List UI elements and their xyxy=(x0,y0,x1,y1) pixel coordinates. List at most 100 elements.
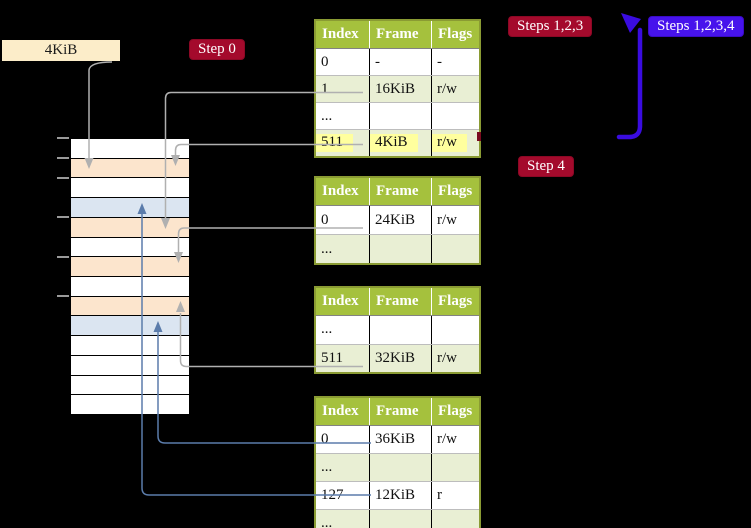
table-cell: 4KiB xyxy=(369,130,431,156)
table-cell: - xyxy=(431,49,479,75)
table-cell: 0 xyxy=(321,431,329,447)
table-row: 0 -- xyxy=(316,49,479,75)
boundary-tick xyxy=(57,295,69,298)
table-cell: r/w xyxy=(431,130,479,156)
table-cell: 36KiB xyxy=(369,426,431,453)
table-row: ... xyxy=(316,509,479,528)
column-header: Index xyxy=(322,183,359,199)
table-cell: r/w xyxy=(431,76,479,102)
table-cell: r/w xyxy=(431,426,479,453)
memory-cell xyxy=(71,158,189,179)
memory-cell xyxy=(71,217,189,238)
column-header: Flags xyxy=(431,398,479,425)
column-header: Frame xyxy=(369,288,431,315)
table-cell: 24KiB xyxy=(369,206,431,234)
memory-column xyxy=(70,138,190,415)
table-cell xyxy=(369,454,431,481)
badge-steps1234: Steps 1,2,3,4 xyxy=(648,16,744,37)
memory-cell xyxy=(71,355,189,376)
memory-cell xyxy=(71,178,189,199)
table-cell: r/w xyxy=(431,206,479,234)
table-cell: ... xyxy=(321,321,333,338)
table-cell: ... xyxy=(321,515,333,528)
table-cell: 16KiB xyxy=(369,76,431,102)
table-cell: 511 xyxy=(321,349,343,366)
memory-cell xyxy=(71,237,189,258)
table-cell xyxy=(369,235,431,263)
table-cell xyxy=(369,103,431,129)
memory-cell xyxy=(71,139,189,159)
table-cell xyxy=(431,316,479,344)
highlighted-value: 511 xyxy=(316,134,353,152)
boundary-tick xyxy=(57,156,69,159)
table-cell xyxy=(431,103,479,129)
table-cell xyxy=(431,510,479,528)
table-cell: 127 xyxy=(321,487,344,503)
table-cell: 511 xyxy=(316,130,369,156)
memory-cell xyxy=(71,375,189,396)
memory-cell xyxy=(71,296,189,317)
column-header: Frame xyxy=(369,398,431,425)
memory-cell xyxy=(71,277,189,297)
boundary-tick xyxy=(57,137,69,139)
badge-step4: Step 4 xyxy=(518,156,574,177)
tick-container xyxy=(57,137,69,417)
table-cell: 1 xyxy=(321,80,329,97)
table-cell xyxy=(431,454,479,481)
memory-cell xyxy=(71,257,189,278)
root-frame-label: 4KiB xyxy=(44,42,78,58)
memory-cell xyxy=(71,395,189,415)
column-header: Index xyxy=(322,403,359,419)
boundary-tick xyxy=(57,255,69,258)
memory-cell xyxy=(71,316,189,337)
badge-step0: Step 0 xyxy=(189,39,245,60)
memory-cell xyxy=(71,336,189,356)
table-cell: ... xyxy=(321,107,333,124)
table-cell: 12KiB xyxy=(369,482,431,509)
table-row: ... xyxy=(316,316,479,344)
table-cell: r/w xyxy=(431,344,479,372)
table-cell: 0 xyxy=(321,211,329,228)
table-row: ... xyxy=(316,453,479,481)
table-cell xyxy=(431,235,479,263)
column-header: Index xyxy=(322,293,359,309)
column-header: Index xyxy=(322,26,359,42)
column-header: Flags xyxy=(431,21,479,48)
column-header: Frame xyxy=(369,21,431,48)
table-cell xyxy=(369,510,431,528)
table-row: ... xyxy=(316,102,479,129)
arrow-recursive-loop xyxy=(616,27,643,140)
table-row: ... xyxy=(316,234,479,263)
table-cell: r xyxy=(431,482,479,509)
table-cell: ... xyxy=(321,240,333,257)
arrow-recursive-loop-head xyxy=(621,13,641,33)
table-cell: - xyxy=(369,49,431,75)
highlighted-value: r/w xyxy=(432,134,467,152)
highlighted-value: 4KiB xyxy=(370,134,418,152)
root-frame-box: 4KiB xyxy=(2,40,120,61)
column-header: Flags xyxy=(431,288,479,315)
boundary-tick xyxy=(57,176,69,179)
table-row: 511 4KiB r/w xyxy=(316,129,479,156)
column-header: Frame xyxy=(369,178,431,205)
badge-steps123: Steps 1,2,3 xyxy=(508,16,593,37)
table-cell: ... xyxy=(321,459,333,475)
table-cell: 0 xyxy=(321,53,329,70)
column-header: Flags xyxy=(431,178,479,205)
table-cell xyxy=(369,316,431,344)
boundary-tick xyxy=(57,216,69,219)
